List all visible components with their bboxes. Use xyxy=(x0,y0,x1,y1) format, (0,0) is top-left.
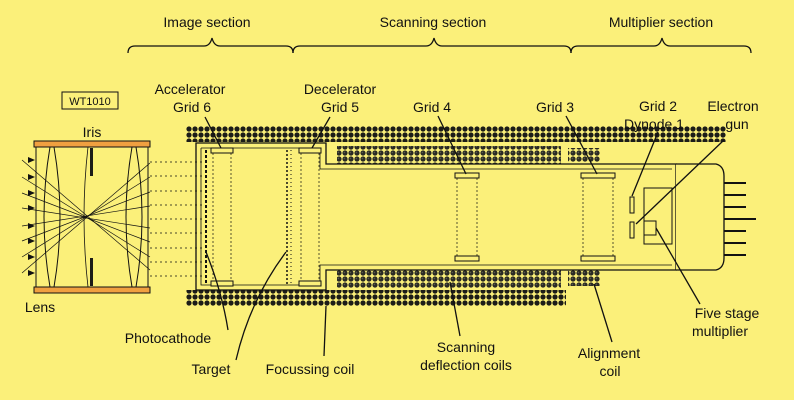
grid6-plate-bottom xyxy=(210,280,234,287)
dynode-plate-bottom xyxy=(629,221,635,239)
grid3-leader xyxy=(565,115,598,175)
front-lens-element xyxy=(43,146,61,288)
accelerator-leader xyxy=(204,116,222,149)
grid5-plate-top xyxy=(298,147,322,154)
grid6-plate-top xyxy=(210,147,234,154)
iris-blade-bottom xyxy=(90,258,93,286)
alignment-coil-label-2: coil xyxy=(599,363,620,379)
scanning-coils-label-1: Scanning xyxy=(437,339,495,355)
decelerator-label-1: Decelerator xyxy=(304,81,377,97)
tube-base-cap xyxy=(676,163,725,271)
photocathode-label: Photocathode xyxy=(125,330,212,346)
electron-gun-label-2: gun xyxy=(725,116,748,132)
iris-label: Iris xyxy=(83,124,102,140)
lens-barrel-bottom xyxy=(33,286,151,294)
leader-lines xyxy=(204,115,725,361)
scanning-coils-leader xyxy=(449,281,461,337)
grid2-leader xyxy=(631,131,659,197)
alignment-coil-top xyxy=(568,148,600,162)
focussing-coil-leader xyxy=(323,305,327,357)
multiplier-label-2: multiplier xyxy=(692,323,748,339)
grid4-leader xyxy=(437,115,467,175)
grid3-label: Grid 3 xyxy=(536,99,574,115)
scanning-section-label: Scanning section xyxy=(380,14,487,30)
scanning-coils-label-2: deflection coils xyxy=(420,357,512,373)
grid2-label-1: Grid 2 xyxy=(639,98,677,114)
accelerator-label-2: Grid 6 xyxy=(173,99,211,115)
iris-blade-top xyxy=(90,148,93,176)
image-section-label: Image section xyxy=(163,14,250,30)
alignment-coil-label-1: Alignment xyxy=(578,345,640,361)
light-rays xyxy=(21,159,151,274)
tube-outline xyxy=(195,142,677,291)
lens-label: Lens xyxy=(25,299,55,315)
multiplier-label-1: Five stage xyxy=(695,305,760,321)
input-arrows xyxy=(28,157,35,276)
tube-base xyxy=(629,163,756,271)
code-label: WT1010 xyxy=(69,96,111,108)
electron-gun-body xyxy=(643,220,657,236)
grid-electrodes xyxy=(210,147,616,287)
lens-assembly xyxy=(21,140,205,294)
grid3-plate-bottom xyxy=(580,255,616,262)
image-section-internals xyxy=(205,150,292,284)
accelerator-label-1: Accelerator xyxy=(155,81,226,97)
scanning-section-brace xyxy=(292,37,572,54)
focussing-coil-label: Focussing coil xyxy=(266,361,355,377)
alignment-coil-leader xyxy=(593,283,613,343)
multiplier-leader xyxy=(655,227,701,305)
grid4-plate-top xyxy=(454,172,480,179)
grid4-label: Grid 4 xyxy=(413,99,451,115)
grid4-plate-bottom xyxy=(454,255,480,262)
electron-gun-label-1: Electron xyxy=(707,98,758,114)
grid-dotted-guides xyxy=(212,153,614,281)
target-leader xyxy=(235,251,287,361)
lens-to-tube-rays xyxy=(150,161,205,277)
grid5-plate-bottom xyxy=(298,280,322,287)
dynode-plate-top xyxy=(629,196,635,214)
target-label: Target xyxy=(192,361,231,377)
code-box xyxy=(61,91,119,110)
scanning-coil-bottom xyxy=(337,270,561,288)
focussing-coil-bottom xyxy=(186,290,566,306)
grid2-label-2: Dynode 1 xyxy=(624,116,684,132)
photocathode-leader xyxy=(205,251,229,331)
decelerator-label-2: Grid 5 xyxy=(321,99,359,115)
decelerator-leader xyxy=(311,116,331,149)
section-braces xyxy=(127,37,752,54)
multiplier-section-brace xyxy=(570,37,752,54)
alignment-coil-bottom xyxy=(568,270,600,286)
base-pins xyxy=(724,182,756,256)
multiplier-section-label: Multiplier section xyxy=(609,14,713,30)
coils xyxy=(186,126,726,306)
lens-barrel-top xyxy=(33,140,151,148)
grid3-plate-top xyxy=(580,172,616,179)
scanning-coil-top xyxy=(337,146,561,164)
image-section-brace xyxy=(127,37,294,54)
focussing-coil-top xyxy=(186,126,726,142)
rear-lens-element xyxy=(125,146,143,288)
electron-gun-leader xyxy=(635,139,725,225)
